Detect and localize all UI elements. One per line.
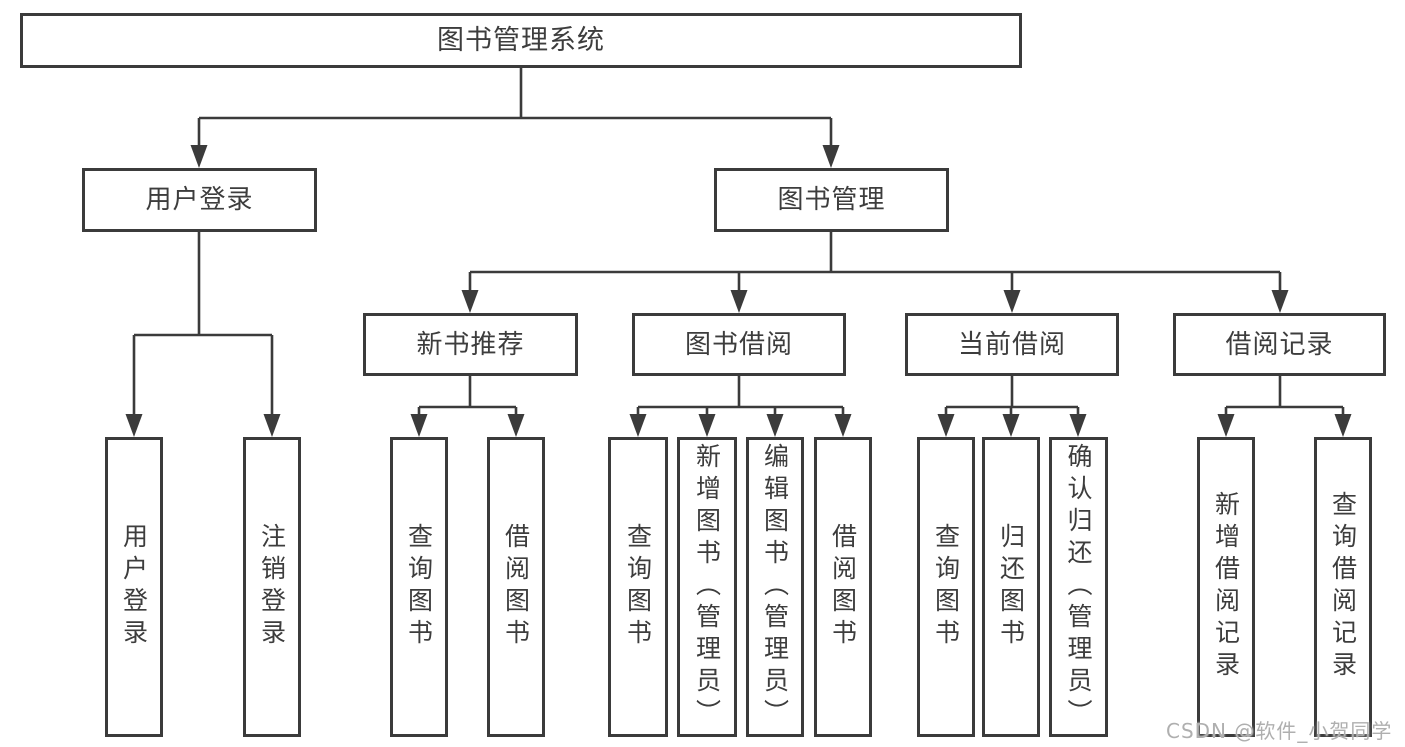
node-user-login: 用户登录: [82, 168, 317, 232]
leaf-borrow-books-recommend: 借阅图书: [487, 437, 545, 737]
leaf-add-book-admin: 新增图书（管理员）: [677, 437, 737, 737]
connector-borrow-records-to-leaves: [1217, 376, 1352, 437]
node-book-management: 图书管理: [714, 168, 949, 232]
node-current-borrow: 当前借阅: [905, 313, 1119, 376]
node-new-book-recommend: 新书推荐: [363, 313, 578, 376]
leaf-borrow-books: 借阅图书: [814, 437, 872, 737]
leaf-query-books-borrow: 查询图书: [608, 437, 668, 737]
node-book-borrow: 图书借阅: [632, 313, 846, 376]
leaf-user-login: 用户登录: [105, 437, 163, 737]
leaf-query-books-recommend: 查询图书: [390, 437, 448, 737]
leaf-add-borrow-record: 新增借阅记录: [1197, 437, 1255, 737]
leaf-logout: 注销登录: [243, 437, 301, 737]
leaf-return-book: 归还图书: [982, 437, 1040, 737]
connector-root-to-level2: [190, 68, 840, 168]
csdn-watermark: CSDN @软件_小贺同学: [1166, 719, 1393, 743]
connector-book-management-to-level3: [461, 232, 1289, 313]
leaf-confirm-return-admin: 确认归还（管理员）: [1049, 437, 1108, 737]
leaf-query-books-current: 查询图书: [917, 437, 975, 737]
leaf-query-borrow-record: 查询借阅记录: [1314, 437, 1372, 737]
node-borrow-records: 借阅记录: [1173, 313, 1386, 376]
connector-book-borrow-to-leaves: [629, 376, 852, 437]
node-library-management-system: 图书管理系统: [20, 13, 1022, 68]
leaf-edit-book-admin: 编辑图书（管理员）: [746, 437, 804, 737]
connector-new-book-recommend-to-leaves: [410, 376, 525, 437]
connector-current-borrow-to-leaves: [937, 376, 1087, 437]
connector-user-login-to-leaves: [125, 232, 281, 437]
